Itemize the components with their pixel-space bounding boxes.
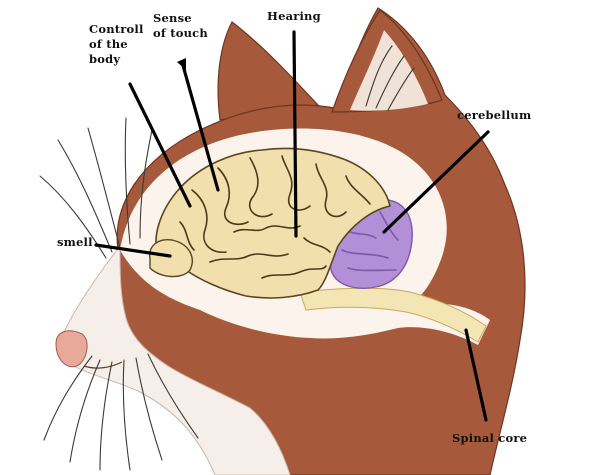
label-hearing: Hearing — [267, 9, 321, 23]
label-touch-line2: of touch — [153, 26, 208, 40]
pointer-hearing — [292, 30, 298, 238]
pointer-spinal — [464, 328, 488, 422]
olfactory-bulb — [149, 239, 193, 278]
spinal-cord — [299, 287, 487, 343]
mouth — [83, 361, 123, 369]
pointer-smell — [94, 243, 172, 258]
pointer-control — [128, 82, 192, 208]
inner-ear — [350, 30, 428, 111]
pointer-touch — [180, 60, 220, 192]
label-control-line1: Controll — [89, 22, 144, 36]
label-control-line2: of the — [89, 37, 128, 51]
ear-hairs — [365, 45, 415, 111]
pointers — [94, 30, 490, 422]
label-cerebellum: cerebellum — [457, 108, 531, 122]
labels: Controll of the body Sense of touch Hear… — [57, 9, 531, 445]
whiskers — [39, 117, 199, 471]
pointer-cerebellum — [382, 130, 490, 234]
label-smell: smell — [57, 235, 93, 249]
brain-folds — [179, 155, 371, 279]
back-ear — [217, 21, 320, 121]
cerebrum — [149, 147, 391, 299]
nose — [55, 330, 88, 368]
label-control-line3: body — [89, 52, 120, 66]
label-touch-line1: Sense — [153, 11, 192, 25]
arrowhead-touch — [177, 58, 186, 70]
label-spinal: Spinal core — [452, 431, 527, 445]
